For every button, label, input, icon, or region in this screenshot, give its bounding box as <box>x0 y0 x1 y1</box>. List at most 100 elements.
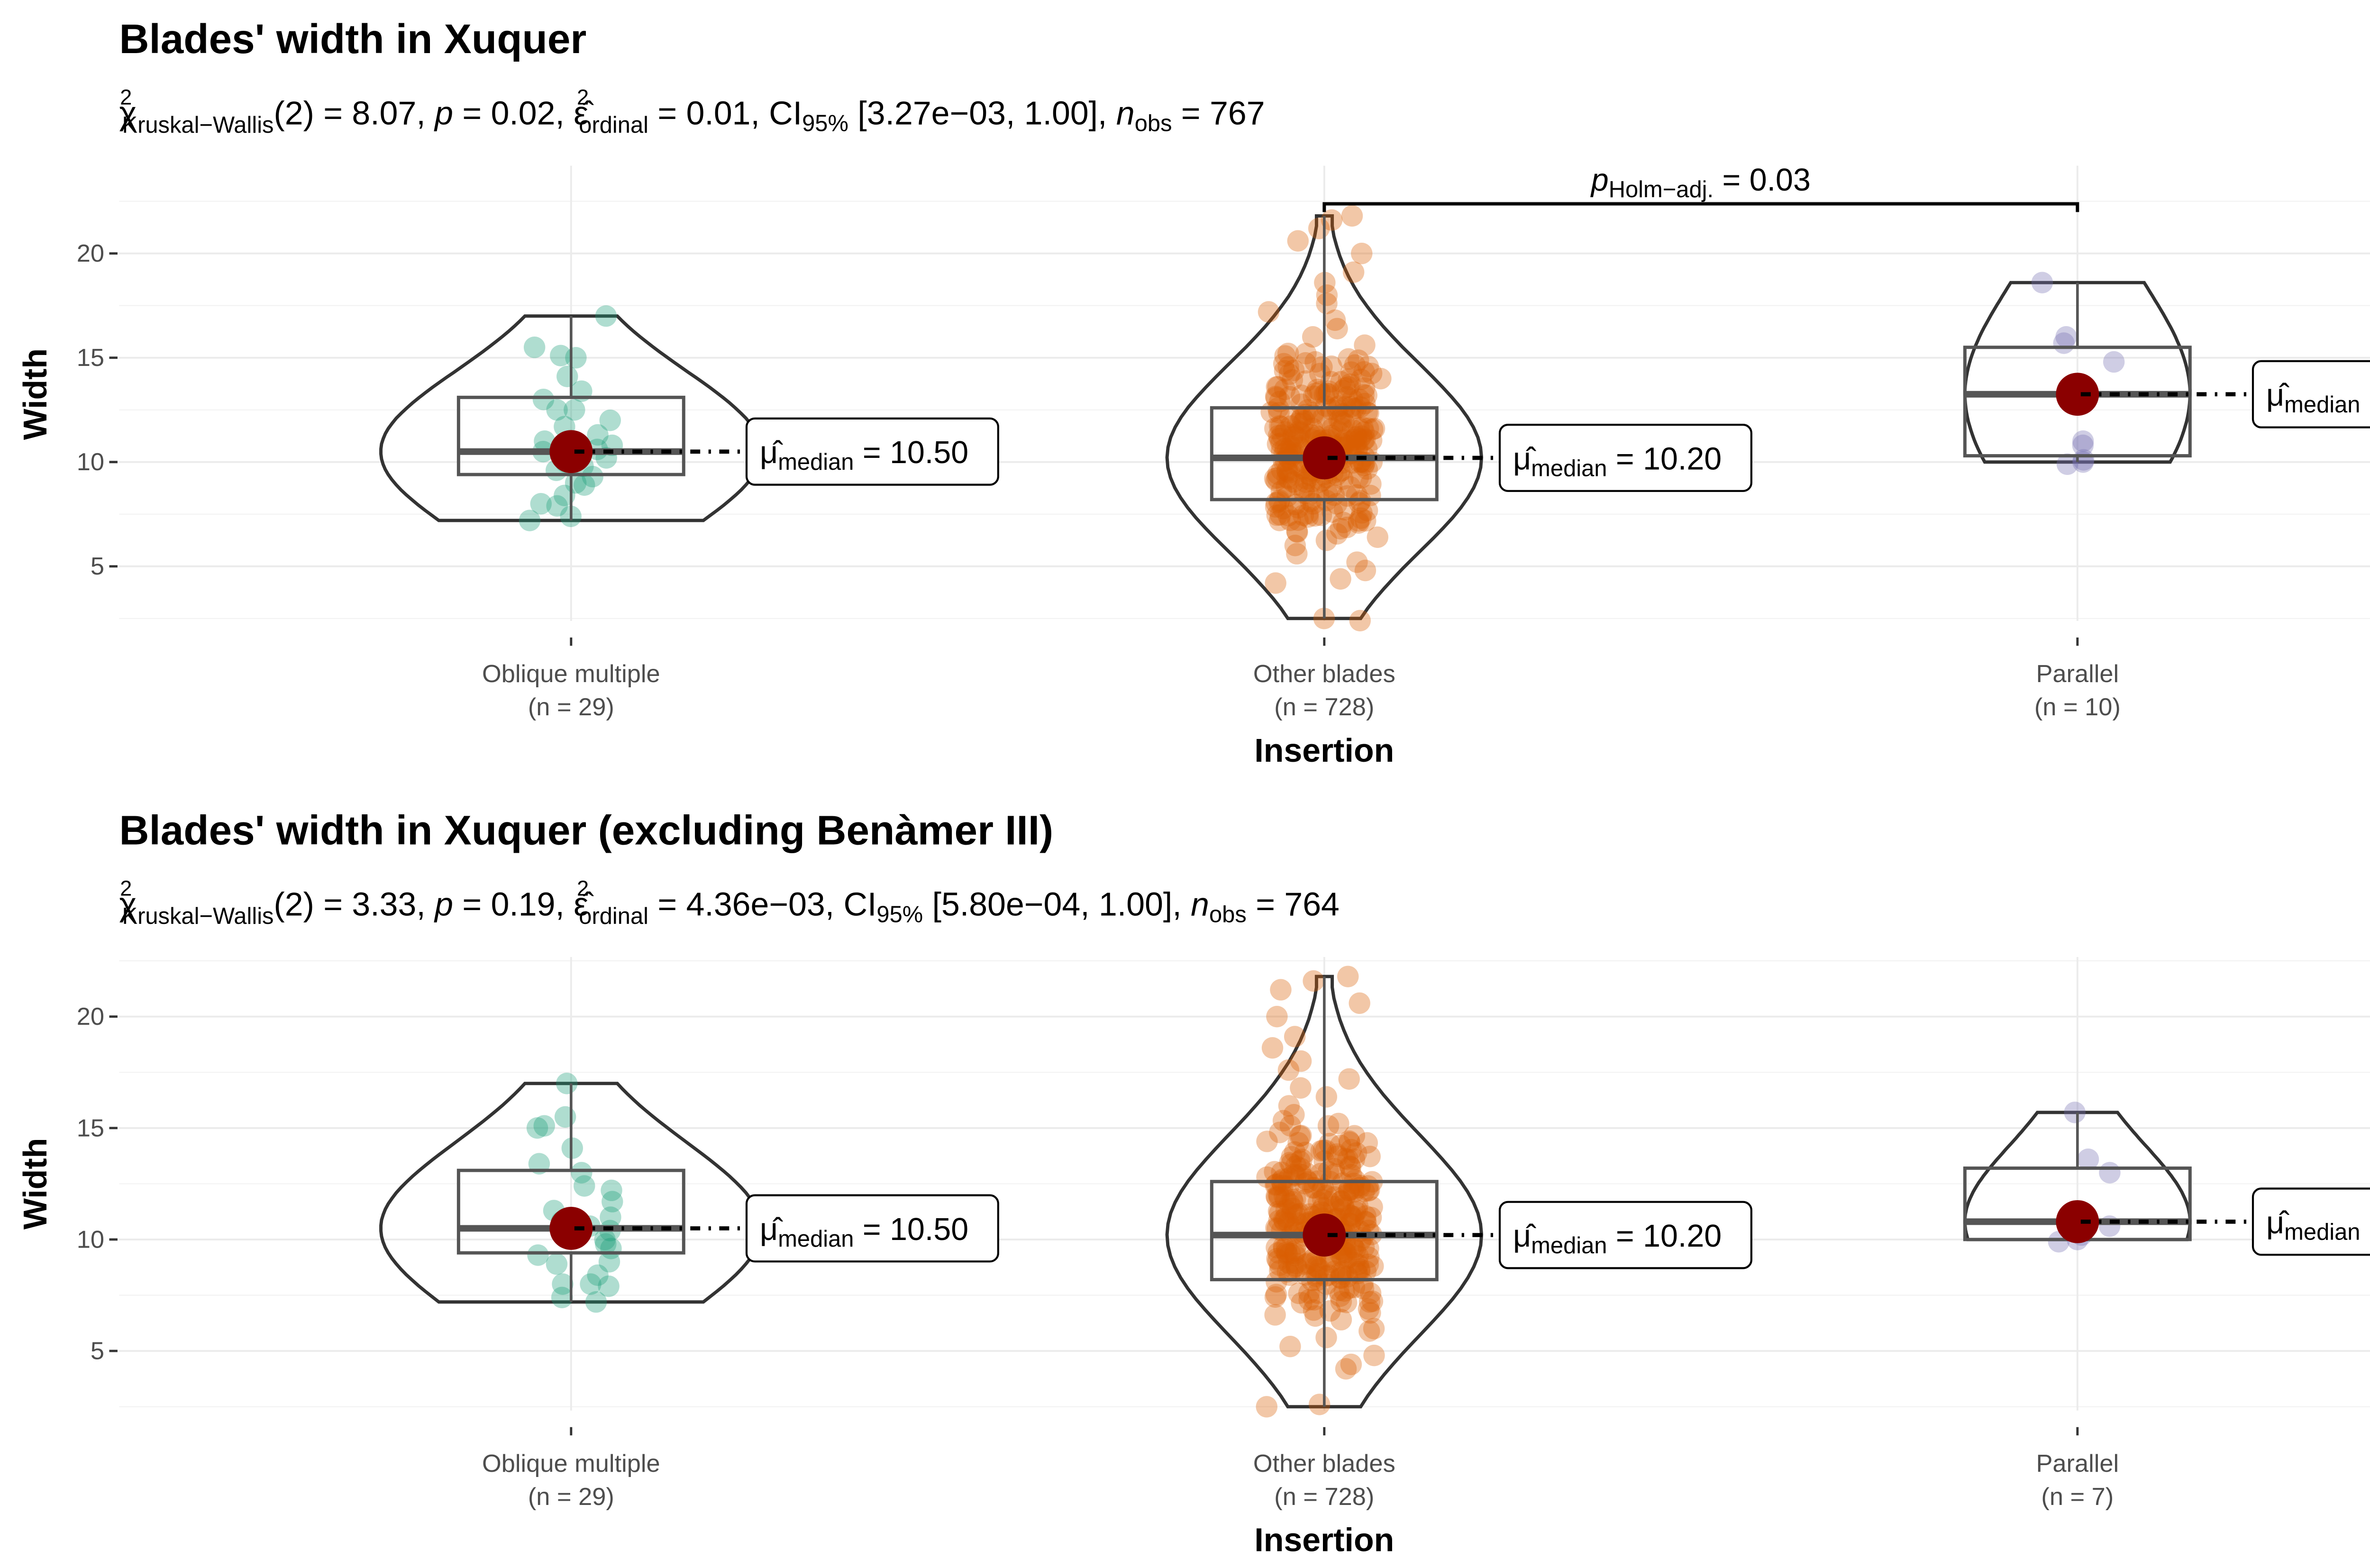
data-point <box>1330 1190 1352 1212</box>
data-point <box>1275 421 1296 443</box>
data-point <box>1276 467 1298 489</box>
data-point <box>1310 1163 1332 1185</box>
data-point <box>1265 1173 1287 1195</box>
data-point <box>1273 1209 1295 1231</box>
data-point <box>1363 1344 1385 1367</box>
data-point <box>1302 326 1324 348</box>
data-point <box>1330 410 1352 432</box>
median-label-box <box>2252 360 2370 428</box>
data-point <box>1352 1272 1374 1294</box>
x-tick-n-label: (n = 29) <box>528 1483 614 1511</box>
data-point <box>1358 418 1379 439</box>
data-point <box>1340 1205 1362 1227</box>
data-point <box>551 1286 573 1309</box>
data-point <box>534 430 556 452</box>
data-point <box>1275 1199 1297 1221</box>
data-point <box>1269 504 1291 526</box>
data-point <box>1290 409 1312 430</box>
data-point <box>1289 1150 1311 1172</box>
data-point <box>1361 363 1383 384</box>
data-point <box>1315 1086 1338 1108</box>
data-point <box>1317 383 1339 405</box>
data-point <box>1318 1191 1340 1213</box>
data-point <box>1330 1309 1352 1331</box>
data-point <box>1340 430 1361 452</box>
x-tick-n-label: (n = 10) <box>2034 693 2121 721</box>
data-point <box>1278 1095 1300 1117</box>
median-label: μ̂median = 13.25 <box>2252 360 2370 428</box>
violin-other-blades <box>1165 214 1484 620</box>
data-point <box>1344 1201 1367 1222</box>
x-axis-title: Insertion <box>1254 732 1394 769</box>
data-point <box>1331 417 1353 439</box>
data-point <box>1339 1155 1361 1177</box>
data-point <box>1303 385 1325 407</box>
data-point <box>1291 1292 1313 1314</box>
data-point <box>546 1253 568 1275</box>
pairwise-label: pHolm−adj. = 0.03 <box>1590 163 1811 202</box>
data-point <box>602 1191 623 1212</box>
data-point <box>587 1264 609 1286</box>
data-point <box>1354 334 1376 356</box>
data-point <box>1332 511 1354 533</box>
data-point <box>1330 1134 1351 1157</box>
data-point <box>1359 1282 1382 1304</box>
data-point <box>601 1179 622 1202</box>
data-point <box>1305 1255 1327 1277</box>
data-point <box>1279 1115 1301 1137</box>
data-point <box>1273 353 1295 375</box>
data-point <box>1310 504 1332 526</box>
data-point <box>1266 376 1287 398</box>
y-tick-label: 10 <box>77 448 104 476</box>
data-point <box>1353 421 1375 443</box>
data-point <box>1267 1242 1289 1264</box>
data-point <box>1280 436 1302 457</box>
data-point <box>1278 468 1300 490</box>
data-point <box>1287 434 1309 456</box>
data-point <box>1274 345 1296 367</box>
data-point <box>1275 1189 1297 1211</box>
data-point <box>1311 356 1333 378</box>
data-point <box>1285 1188 1306 1210</box>
data-point <box>1343 1181 1365 1203</box>
data-point <box>1328 410 1350 431</box>
x-tick-label: Oblique multiple <box>482 1450 660 1477</box>
data-point <box>1287 230 1309 252</box>
data-point <box>1297 1252 1319 1274</box>
median-label: μ̂median = 10.20 <box>1498 424 1752 492</box>
data-point <box>1348 510 1369 532</box>
data-point <box>1278 462 1301 483</box>
data-point <box>1281 1146 1303 1168</box>
data-point <box>1322 418 1343 439</box>
data-point <box>1323 1195 1345 1218</box>
data-point <box>2077 1149 2099 1170</box>
data-point <box>1321 355 1342 377</box>
data-point <box>1356 438 1378 460</box>
data-point <box>1304 1305 1326 1327</box>
x-tick-label: Other blades <box>1253 1450 1395 1477</box>
data-point <box>1285 1240 1306 1262</box>
data-point <box>1357 356 1379 377</box>
data-point <box>1285 1257 1308 1279</box>
data-point <box>1279 407 1301 428</box>
data-point <box>519 510 541 531</box>
data-point <box>1290 384 1313 406</box>
median-label-box <box>1498 1201 1752 1269</box>
data-point <box>1277 1059 1300 1081</box>
data-point <box>1336 516 1358 538</box>
data-point <box>1287 497 1309 519</box>
data-point <box>1265 496 1287 518</box>
data-point <box>587 424 609 446</box>
median-point <box>2056 1200 2099 1243</box>
data-point <box>1268 510 1291 531</box>
y-tick-label: 20 <box>77 1003 104 1030</box>
data-point <box>1341 1233 1364 1255</box>
data-point <box>1330 371 1352 393</box>
data-point <box>1315 1185 1338 1207</box>
data-point <box>1296 1163 1318 1185</box>
data-point <box>1359 1302 1381 1324</box>
data-point <box>1304 505 1326 527</box>
x-tick-n-label: (n = 7) <box>2041 1483 2114 1511</box>
data-point <box>1266 1186 1288 1208</box>
